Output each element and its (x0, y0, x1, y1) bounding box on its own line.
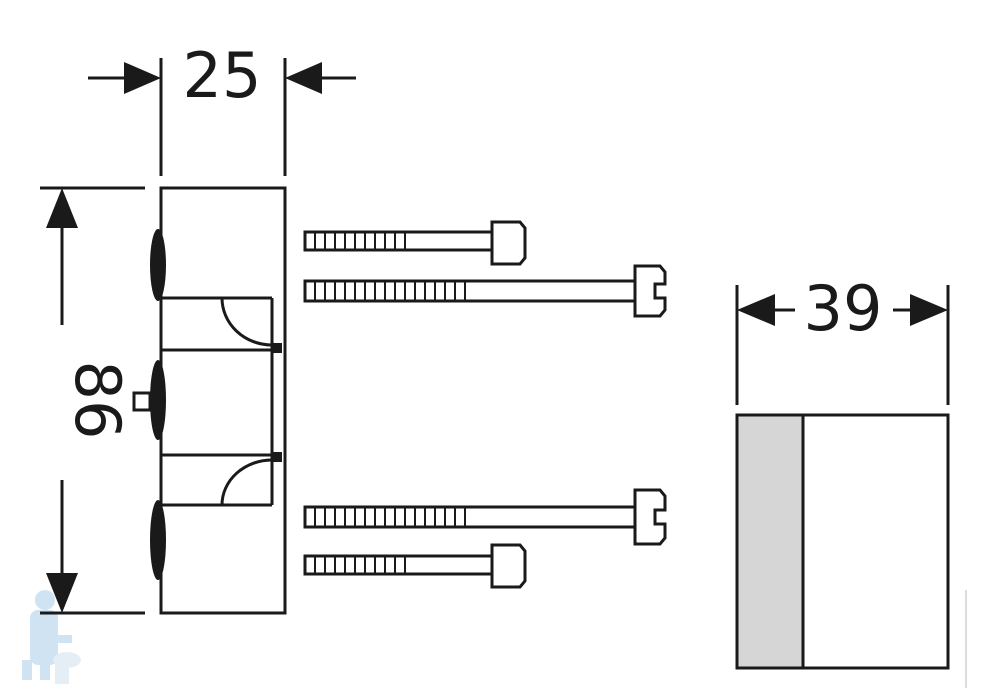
screw-long-top (303, 264, 667, 318)
dimension-width-side: 39 (735, 272, 950, 405)
dimension-label-39: 39 (804, 272, 883, 345)
side-view-body (735, 413, 950, 670)
arrow-up-icon (46, 188, 78, 228)
dimension-width-front: 25 (88, 39, 356, 176)
plumber-watermark-icon (22, 590, 81, 684)
dimension-label-25: 25 (183, 39, 262, 112)
arrow-left-icon (285, 62, 322, 94)
screw-short-bottom (303, 543, 527, 589)
front-view-body (132, 186, 287, 615)
dimension-height-front: 86 (40, 186, 145, 615)
mount-plug-icon (150, 500, 166, 580)
mount-plug-icon (150, 360, 166, 440)
dimension-label-86: 86 (61, 361, 134, 440)
arrow-left-icon (737, 294, 775, 326)
arrow-right-icon (910, 294, 948, 326)
mount-plug-icon (150, 229, 166, 301)
screw-short-top (303, 220, 527, 266)
arrow-right-icon (124, 62, 161, 94)
screw-long-bottom (303, 488, 667, 546)
arrow-down-icon (46, 573, 78, 613)
